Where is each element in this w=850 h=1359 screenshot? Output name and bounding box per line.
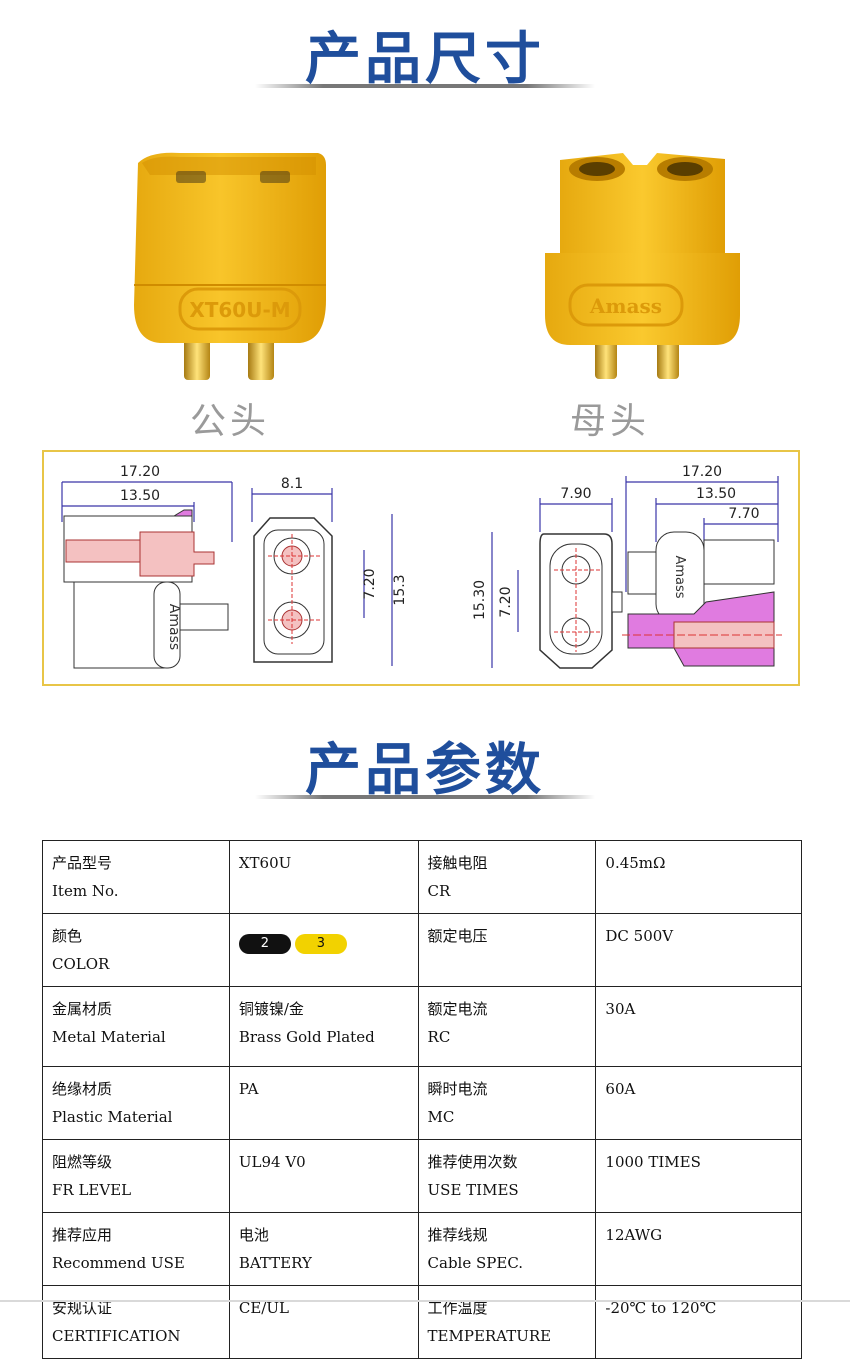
male-embossed-text: XT60U-M: [189, 298, 290, 322]
female-connector-photo: Amass: [545, 153, 740, 379]
color-swatch-yellow: 3: [294, 934, 347, 954]
female-drawing-brand: Amass: [672, 555, 687, 598]
spec-value: 0.45mΩ: [595, 840, 802, 914]
section-title-dimensions: 产品尺寸: [305, 27, 545, 92]
male-caption: 公头: [189, 401, 270, 442]
spec-value: 30A: [595, 986, 802, 1067]
female-dim-width: 7.90: [560, 486, 591, 502]
female-side-dimensions: [625, 476, 779, 592]
female-dim-overall: 17.20: [682, 464, 722, 480]
female-caption: 母头: [569, 401, 650, 442]
female-front-view: 7.90 15.30 7.20: [472, 486, 623, 669]
spec-value: CE/UL: [228, 1285, 419, 1359]
male-side-dimensions: [61, 481, 233, 542]
male-side-view: Amass: [63, 509, 229, 669]
spec-value: 12AWG: [595, 1212, 802, 1286]
spec-value: 1000 TIMES: [595, 1139, 802, 1213]
spec-value: XT60U: [228, 840, 419, 914]
dimension-drawing-panel: 17.20 13.50 Amass 8.1 7.20 15.3: [42, 450, 800, 686]
dimension-drawing: 17.20 13.50 Amass 8.1 7.20 15.3: [61, 464, 782, 669]
spec-key: 额定电压: [417, 913, 597, 987]
male-dim-width: 8.1: [281, 476, 303, 492]
spec-value: -20℃ to 120℃: [595, 1285, 802, 1359]
title-underline: [255, 795, 595, 799]
spec-value: PA: [228, 1066, 419, 1140]
female-dim-body: 13.50: [696, 486, 736, 502]
female-dim-height: 15.30: [472, 580, 488, 620]
section-title-parameters: 产品参数: [305, 738, 545, 803]
color-swatch-black: 2: [238, 934, 291, 954]
female-dim-pitch: 7.20: [498, 586, 514, 617]
female-dim-tip: 7.70: [728, 506, 759, 522]
male-front-view: 8.1 7.20 15.3: [251, 476, 408, 666]
male-drawing-brand: Amass: [166, 604, 182, 650]
page-bottom-divider: [0, 1300, 850, 1302]
spec-value: DC 500V: [595, 913, 802, 987]
male-dim-height: 15.3: [392, 574, 408, 605]
female-embossed-text: Amass: [589, 294, 662, 318]
male-dim-pitch: 7.20: [362, 568, 378, 599]
male-dim-overall: 17.20: [120, 464, 160, 480]
female-side-view: Amass: [622, 531, 782, 667]
male-dim-body: 13.50: [120, 488, 160, 504]
title-underline: [255, 84, 595, 88]
spec-value: UL94 V0: [228, 1139, 419, 1213]
spec-value: 60A: [595, 1066, 802, 1140]
male-connector-photo: XT60U-M: [134, 152, 326, 380]
